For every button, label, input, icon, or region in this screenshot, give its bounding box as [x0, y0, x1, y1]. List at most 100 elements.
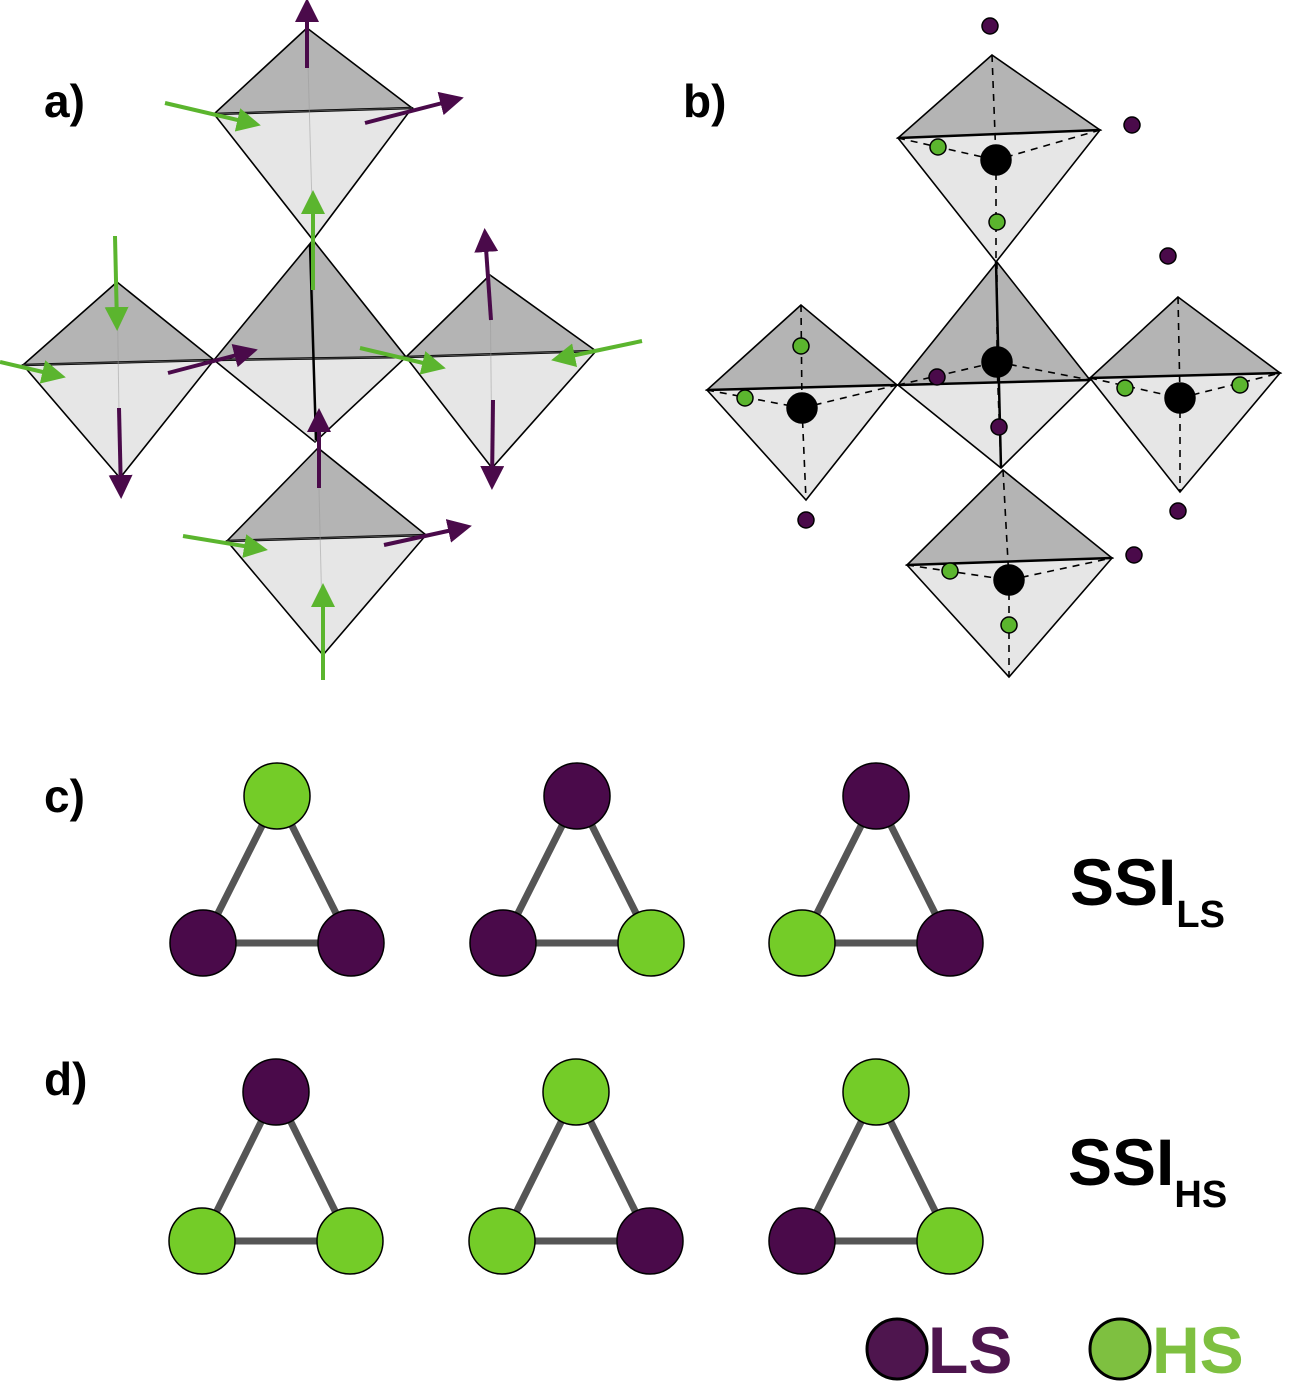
- panel-b-octahedra: [704, 17, 1283, 679]
- ligand-hs-5: [1231, 376, 1249, 394]
- arrow-a-6: [0, 360, 66, 384]
- octa-b-dash-4: [897, 361, 998, 386]
- ligand-ls-4: [990, 418, 1008, 436]
- panel-c-triangle-1-left-node: [469, 909, 537, 977]
- panel-d-triangles: [168, 1058, 984, 1275]
- ligand-hs-7: [1000, 616, 1018, 634]
- octa-b-dash-5: [996, 361, 1091, 381]
- panel-d-triangle-1-left-node: [468, 1207, 536, 1275]
- octa-b-top-equator: [897, 128, 1101, 140]
- panel-c-triangle-0: [169, 762, 385, 977]
- ligand-ls-6: [1169, 502, 1187, 520]
- octa-b-dash-12: [1177, 296, 1181, 399]
- octa-a-bottom-upper-face: [225, 446, 429, 542]
- arrow-a-4: [167, 343, 258, 375]
- panel-d-triangle-2-left-node: [768, 1207, 836, 1275]
- ligand-hs-2: [792, 337, 810, 355]
- octa-b-dash-7: [996, 361, 1002, 469]
- ssi-hs-sub: HS: [1174, 1174, 1227, 1216]
- panel-c-triangle-0-left-node: [169, 909, 237, 977]
- panel-label-a: a): [44, 75, 85, 127]
- legend: LS HS: [865, 1313, 1244, 1387]
- octa-b-dash-0: [991, 54, 997, 161]
- panel-d-triangle-1-top-node: [542, 1058, 610, 1126]
- panel-label-c: c): [44, 770, 85, 822]
- panel-label-d: d): [44, 1053, 87, 1105]
- octa-b-center-equator: [897, 378, 1091, 387]
- ssi-ls-sub: LS: [1176, 894, 1225, 936]
- octa-b-dash-2: [995, 129, 1101, 161]
- ssi-ls-main: SSI: [1070, 845, 1176, 919]
- ssi-hs-main: SSI: [1068, 1125, 1174, 1199]
- legend-ls-label: LS: [928, 1313, 1012, 1387]
- panel-d-triangle-1: [468, 1058, 684, 1275]
- panel-c-triangle-2: [768, 762, 984, 977]
- octa-b-bottom-upper-face: [904, 468, 1115, 566]
- panel-c-triangle-1: [469, 762, 685, 977]
- octa-b-dash-18: [1008, 557, 1113, 581]
- arrow-a-10: [551, 339, 643, 368]
- octa-b-top-upper-face: [895, 53, 1103, 139]
- octa-b-dash-1: [897, 137, 997, 161]
- panel-d-triangle-0: [168, 1058, 384, 1275]
- panel-c-triangle-0-top-node: [243, 762, 311, 830]
- panel-c-triangle-2-top-node: [842, 762, 910, 830]
- ligand-ls-5: [797, 511, 815, 529]
- octa-b-right-equator: [1089, 371, 1281, 380]
- panel-d-triangle-0-right-node: [316, 1207, 384, 1275]
- arrow-a-2: [164, 101, 261, 132]
- panel-d-triangle-0-left-node: [168, 1207, 236, 1275]
- arrow-a-9: [359, 346, 446, 375]
- octa-b-top: [895, 53, 1103, 264]
- metal-atom-2: [786, 392, 818, 424]
- panel-label-b: b): [683, 75, 726, 127]
- ssi-ls-label: SSILS: [1070, 845, 1225, 936]
- arrow-a-13: [182, 534, 268, 558]
- legend-hs-label: HS: [1152, 1313, 1244, 1387]
- ligand-hs-0: [929, 138, 947, 156]
- arrow-a-5: [104, 235, 129, 331]
- octa-b-dash-13: [1089, 377, 1181, 399]
- panel-c-triangle-2-left-node: [768, 909, 836, 977]
- ligand-ls-1: [1123, 116, 1141, 134]
- arrow-a-7: [108, 407, 133, 499]
- panel-c-triangle-0-right-node: [317, 909, 385, 977]
- metal-atom-4: [993, 564, 1025, 596]
- panel-c-triangle-2-right-node: [916, 909, 984, 977]
- arrow-a-11: [480, 399, 505, 490]
- octa-b-dash-17: [906, 564, 1010, 581]
- octa-b-dash-9: [706, 389, 803, 409]
- metal-atom-3: [1164, 382, 1196, 414]
- panel-d-triangle-2-right-node: [916, 1207, 984, 1275]
- ssi-hs-label: SSIHS: [1068, 1125, 1227, 1216]
- octa-b-right-upper-face: [1087, 295, 1283, 379]
- panel-a-octahedra: [0, 0, 643, 680]
- octa-a-bottom: [225, 446, 429, 657]
- panel-c-triangles: [169, 762, 984, 977]
- legend-ls-dot: [865, 1317, 929, 1381]
- octa-b-dash-14: [1179, 372, 1281, 399]
- octa-b-dash-16: [1002, 469, 1010, 581]
- ligand-hs-4: [1116, 379, 1134, 397]
- octa-b-right: [1087, 295, 1283, 494]
- panel-c-triangle-1-right-node: [617, 909, 685, 977]
- ligand-hs-1: [988, 213, 1006, 231]
- ligand-ls-3: [928, 368, 946, 386]
- arrow-a-8: [474, 228, 499, 321]
- panel-d-triangle-2: [768, 1058, 984, 1275]
- octa-a-bottom-lower-face: [225, 534, 428, 657]
- metal-atom-1: [981, 346, 1013, 378]
- legend-hs-dot: [1088, 1317, 1152, 1381]
- panel-d-triangle-0-top-node: [242, 1058, 310, 1126]
- panel-c-triangle-1-top-node: [543, 762, 611, 830]
- arrow-a-14: [383, 519, 472, 547]
- octa-a-right-lower-face: [404, 350, 598, 470]
- octa-a-right: [403, 273, 599, 470]
- octa-a-center-lower-face: [211, 356, 409, 444]
- ligand-ls-2: [1159, 247, 1177, 265]
- ligand-hs-6: [941, 562, 959, 580]
- metal-atom-0: [980, 144, 1012, 176]
- octa-b-dash-8: [800, 304, 803, 409]
- octa-a-top-upper-face: [211, 26, 415, 115]
